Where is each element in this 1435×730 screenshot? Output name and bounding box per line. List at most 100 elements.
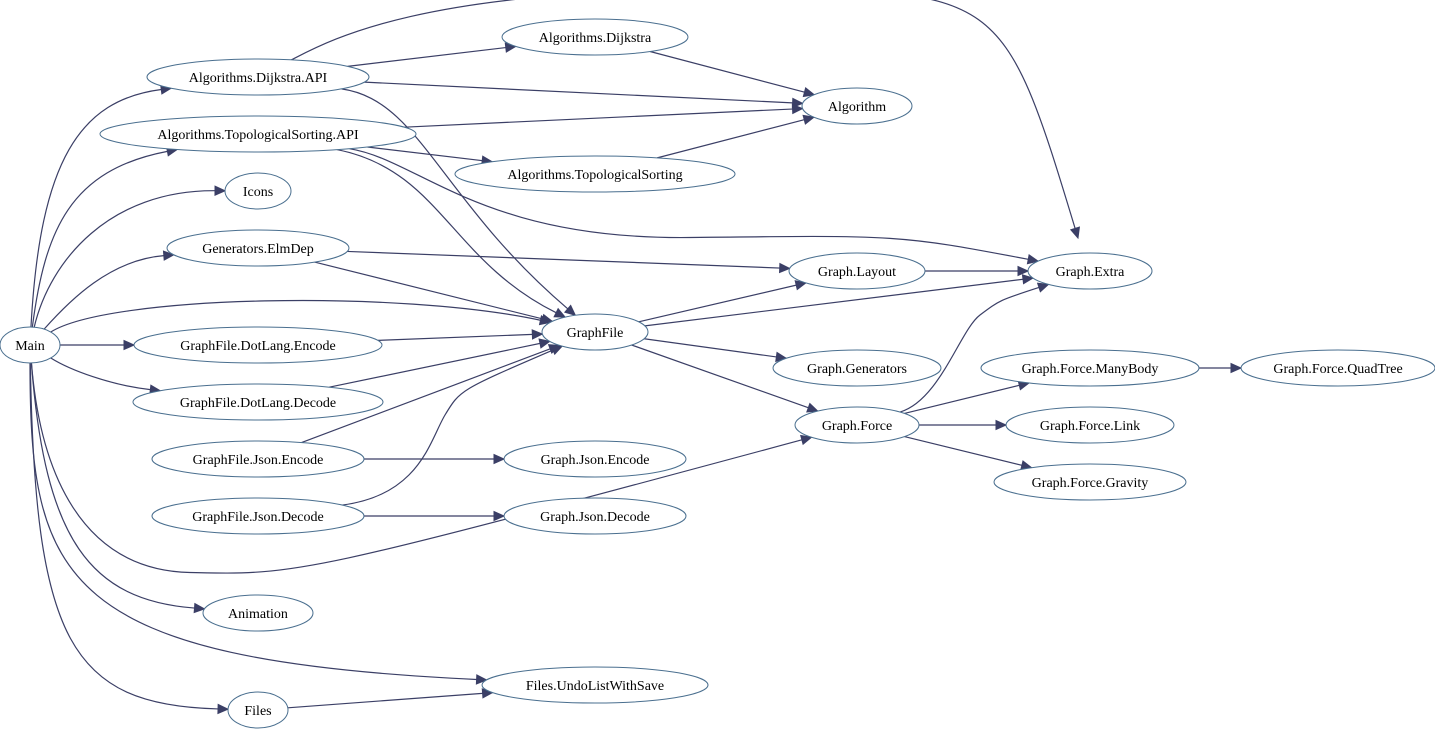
node-ellipse (980, 349, 1200, 387)
edge-main-to-graphfile (50, 299, 552, 333)
edge-topo-api-to-topo (367, 146, 494, 166)
node-ellipse (541, 313, 649, 351)
node-topo-api[interactable]: Algorithms.TopologicalSorting.API (99, 115, 417, 153)
nodes-layer: Main Algorithms.Dijkstra.API Algorithms.Di… (0, 18, 1435, 729)
node-ellipse (1027, 252, 1153, 290)
arrowhead (193, 602, 206, 614)
edge-elmdep-to-graphfile (314, 261, 554, 324)
node-label: Main (15, 339, 45, 354)
edge-line (377, 333, 543, 341)
node-label: Algorithm (828, 100, 886, 115)
edge-gf-json-encode-to-json-encode (364, 453, 506, 465)
arrowhead (540, 313, 554, 324)
node-force[interactable]: Graph.Force (794, 406, 920, 444)
edge-topo-to-algorithm (656, 114, 816, 159)
edge-dijkstra-api-to-algorithm (364, 81, 804, 109)
node-layout[interactable]: Graph.Layout (788, 252, 926, 290)
node-ellipse (99, 115, 417, 153)
arrowhead (475, 674, 488, 685)
node-label: Graph.Json.Decode (540, 510, 650, 525)
arrowhead (162, 250, 176, 261)
node-files[interactable]: Files (227, 691, 289, 729)
node-dot-decode[interactable]: GraphFile.DotLang.Decode (132, 383, 384, 421)
node-label: Algorithms.Dijkstra (539, 31, 652, 46)
edge-dijkstra-api-to-dijkstra (347, 42, 517, 67)
node-gf-json-decode[interactable]: GraphFile.Json.Decode (151, 497, 365, 535)
edge-force-to-extra (899, 282, 1050, 413)
edge-line (314, 261, 553, 322)
node-ellipse (481, 666, 709, 704)
node-label: Graph.Extra (1056, 265, 1126, 280)
arrowhead (123, 339, 136, 351)
arrowhead (553, 307, 567, 318)
node-ellipse (166, 229, 350, 267)
node-undolist[interactable]: Files.UndoListWithSave (481, 666, 709, 704)
node-ellipse (227, 691, 289, 729)
node-elmdep[interactable]: Generators.ElmDep (166, 229, 350, 267)
node-dot-encode[interactable]: GraphFile.DotLang.Encode (133, 326, 383, 364)
arrowhead (493, 510, 506, 522)
node-ellipse (503, 497, 687, 535)
node-animation[interactable]: Animation (202, 594, 314, 632)
edge-line (904, 382, 1030, 414)
arrowhead (538, 338, 551, 349)
node-icons[interactable]: Icons (224, 172, 292, 210)
edge-manybody-to-quadtree (1199, 362, 1243, 374)
node-label: Graph.Json.Encode (541, 453, 650, 468)
edge-line (336, 149, 557, 314)
edge-line (43, 255, 164, 330)
node-quadtree[interactable]: Graph.Force.QuadTree (1240, 349, 1435, 387)
node-ellipse (151, 440, 365, 478)
edge-line (349, 148, 1029, 260)
node-dijkstra[interactable]: Algorithms.Dijkstra (501, 18, 689, 56)
node-json-encode[interactable]: Graph.Json.Encode (503, 440, 687, 478)
node-ellipse (503, 440, 687, 478)
edge-dijkstra-api-to-graphfile (341, 88, 577, 317)
edge-line (287, 692, 493, 709)
arrowhead (1017, 265, 1030, 277)
arrowhead (214, 185, 227, 196)
node-label: Graph.Generators (807, 362, 907, 377)
node-label: GraphFile.DotLang.Encode (180, 339, 336, 354)
node-main[interactable]: Main (0, 326, 61, 364)
edge-main-to-elmdep (43, 250, 176, 330)
edge-dijkstra-to-algorithm (649, 50, 816, 98)
node-extra[interactable]: Graph.Extra (1027, 252, 1153, 290)
node-graphfile[interactable]: GraphFile (541, 313, 649, 351)
node-force-link[interactable]: Graph.Force.Link (1005, 406, 1175, 444)
node-label: Graph.Force.ManyBody (1022, 362, 1159, 377)
edge-dot-encode-to-graphfile (377, 329, 544, 341)
node-topo[interactable]: Algorithms.TopologicalSorting (454, 155, 736, 193)
node-generators[interactable]: Graph.Generators (772, 349, 942, 387)
node-gf-json-encode[interactable]: GraphFile.Json.Encode (151, 440, 365, 478)
edge-line (30, 362, 803, 574)
node-manybody[interactable]: Graph.Force.ManyBody (980, 349, 1200, 387)
edge-main-to-force (30, 362, 813, 574)
edge-graphfile-to-layout (638, 280, 808, 323)
edge-line (301, 344, 560, 444)
arrowhead (800, 434, 813, 446)
node-label: Icons (243, 185, 273, 200)
node-algorithm[interactable]: Algorithm (801, 87, 913, 125)
node-gravity[interactable]: Graph.Force.Gravity (993, 463, 1187, 501)
edge-line (329, 340, 550, 388)
node-ellipse (0, 326, 61, 364)
edge-line (347, 45, 516, 67)
node-dijkstra-api[interactable]: Algorithms.Dijkstra.API (146, 58, 370, 96)
node-ellipse (794, 406, 920, 444)
edge-graphfile-to-extra (644, 274, 1035, 327)
arrowhead (802, 86, 816, 98)
node-json-decode[interactable]: Graph.Json.Decode (503, 497, 687, 535)
node-label: GraphFile.DotLang.Decode (180, 396, 336, 411)
arrowhead (802, 114, 816, 125)
edge-line (644, 338, 787, 359)
edge-main-to-dot-decode (50, 357, 162, 395)
node-label: Animation (228, 607, 288, 622)
edge-main-to-animation (30, 362, 206, 614)
node-label: GraphFile.Json.Encode (193, 453, 324, 468)
node-label: Generators.ElmDep (202, 242, 314, 257)
edge-topo-api-to-algorithm (404, 103, 804, 128)
edge-line (899, 286, 1040, 413)
node-ellipse (1240, 349, 1435, 387)
